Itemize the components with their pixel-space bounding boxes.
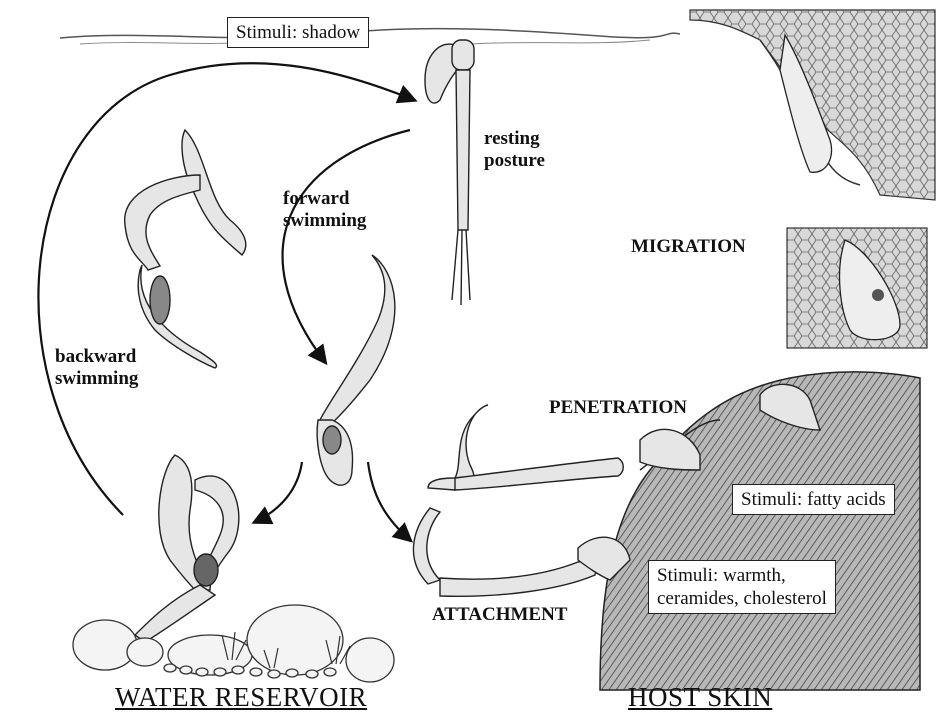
forward-swimming-label: forward swimming bbox=[283, 188, 366, 232]
larva-forward bbox=[317, 255, 395, 485]
water-surface bbox=[60, 29, 680, 38]
attachment-label: ATTACHMENT bbox=[432, 604, 567, 626]
backward-swimming-label: backward swimming bbox=[55, 346, 138, 390]
host-skin-title: HOST SKIN bbox=[628, 682, 772, 713]
to-skin-arrow bbox=[368, 462, 410, 540]
stimuli-shadow-text: Stimuli: shadow bbox=[236, 21, 360, 44]
resting-label-line2: posture bbox=[484, 150, 545, 172]
stimuli-warmth-box: Stimuli: warmth, ceramides, cholesterol bbox=[648, 560, 836, 614]
forward-label-line2: swimming bbox=[283, 210, 366, 232]
larva-backward bbox=[125, 130, 246, 368]
stimuli-warmth-line2: ceramides, cholesterol bbox=[657, 587, 827, 610]
migration-panel-upper bbox=[690, 10, 935, 200]
backward-label-line1: backward bbox=[55, 346, 138, 368]
larva-resting bbox=[425, 40, 474, 305]
forward-label-line1: forward bbox=[283, 188, 366, 210]
stimuli-shadow-box: Stimuli: shadow bbox=[227, 17, 369, 48]
larva-reservoir bbox=[135, 455, 239, 642]
migration-panel-lower bbox=[787, 228, 927, 348]
migration-label: MIGRATION bbox=[631, 236, 746, 258]
stimuli-warmth-line1: Stimuli: warmth, bbox=[657, 564, 827, 587]
larva-attachment bbox=[413, 405, 630, 596]
stimuli-fatty-acids-text: Stimuli: fatty acids bbox=[741, 488, 886, 511]
penetration-label: PENETRATION bbox=[549, 397, 687, 419]
stimuli-fatty-acids-box: Stimuli: fatty acids bbox=[732, 484, 895, 515]
to-reservoir-arrow bbox=[255, 462, 302, 522]
backward-swimming-arrow bbox=[38, 63, 414, 515]
water-reservoir-title: WATER RESERVOIR bbox=[115, 682, 367, 713]
resting-label-line1: resting bbox=[484, 128, 545, 150]
backward-label-line2: swimming bbox=[55, 368, 138, 390]
host-skin-tissue bbox=[600, 372, 920, 690]
resting-posture-label: resting posture bbox=[484, 128, 545, 172]
